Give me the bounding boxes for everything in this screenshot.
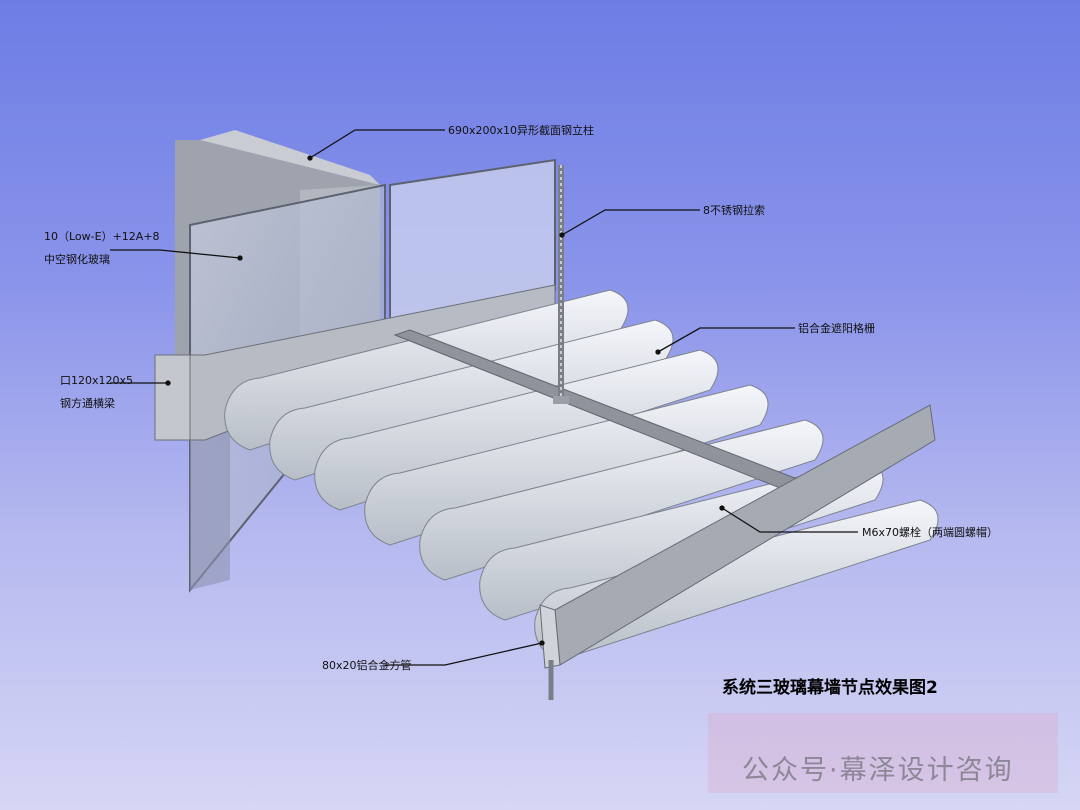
label-cable: 8不锈钢拉索 — [703, 204, 765, 217]
label-bolt: M6x70螺栓（两端圆螺帽） — [862, 526, 998, 539]
aluminum-louvers — [224, 289, 939, 661]
label-tube: 80x20铝合金方管 — [322, 659, 412, 672]
aluminum-square-tube — [539, 404, 936, 669]
watermark-box — [708, 713, 1058, 793]
label-beam-type: 钢方通横梁 — [60, 397, 115, 410]
label-glass-type: 中空钢化玻璃 — [44, 253, 110, 266]
label-glass-spec: 10（Low-E）+12A+8 — [44, 230, 160, 243]
diagram-title: 系统三玻璃幕墙节点效果图2 — [722, 678, 938, 698]
label-louver: 铝合金遮阳格栅 — [798, 322, 875, 335]
watermark: 公众号·幕泽设计咨询 — [742, 755, 1014, 786]
stainless-cable — [548, 165, 569, 700]
label-beam-spec: 口120x120x5 — [60, 374, 134, 387]
leader-lines — [110, 129, 858, 666]
label-column: 690x200x10异形截面钢立柱 — [448, 124, 595, 137]
